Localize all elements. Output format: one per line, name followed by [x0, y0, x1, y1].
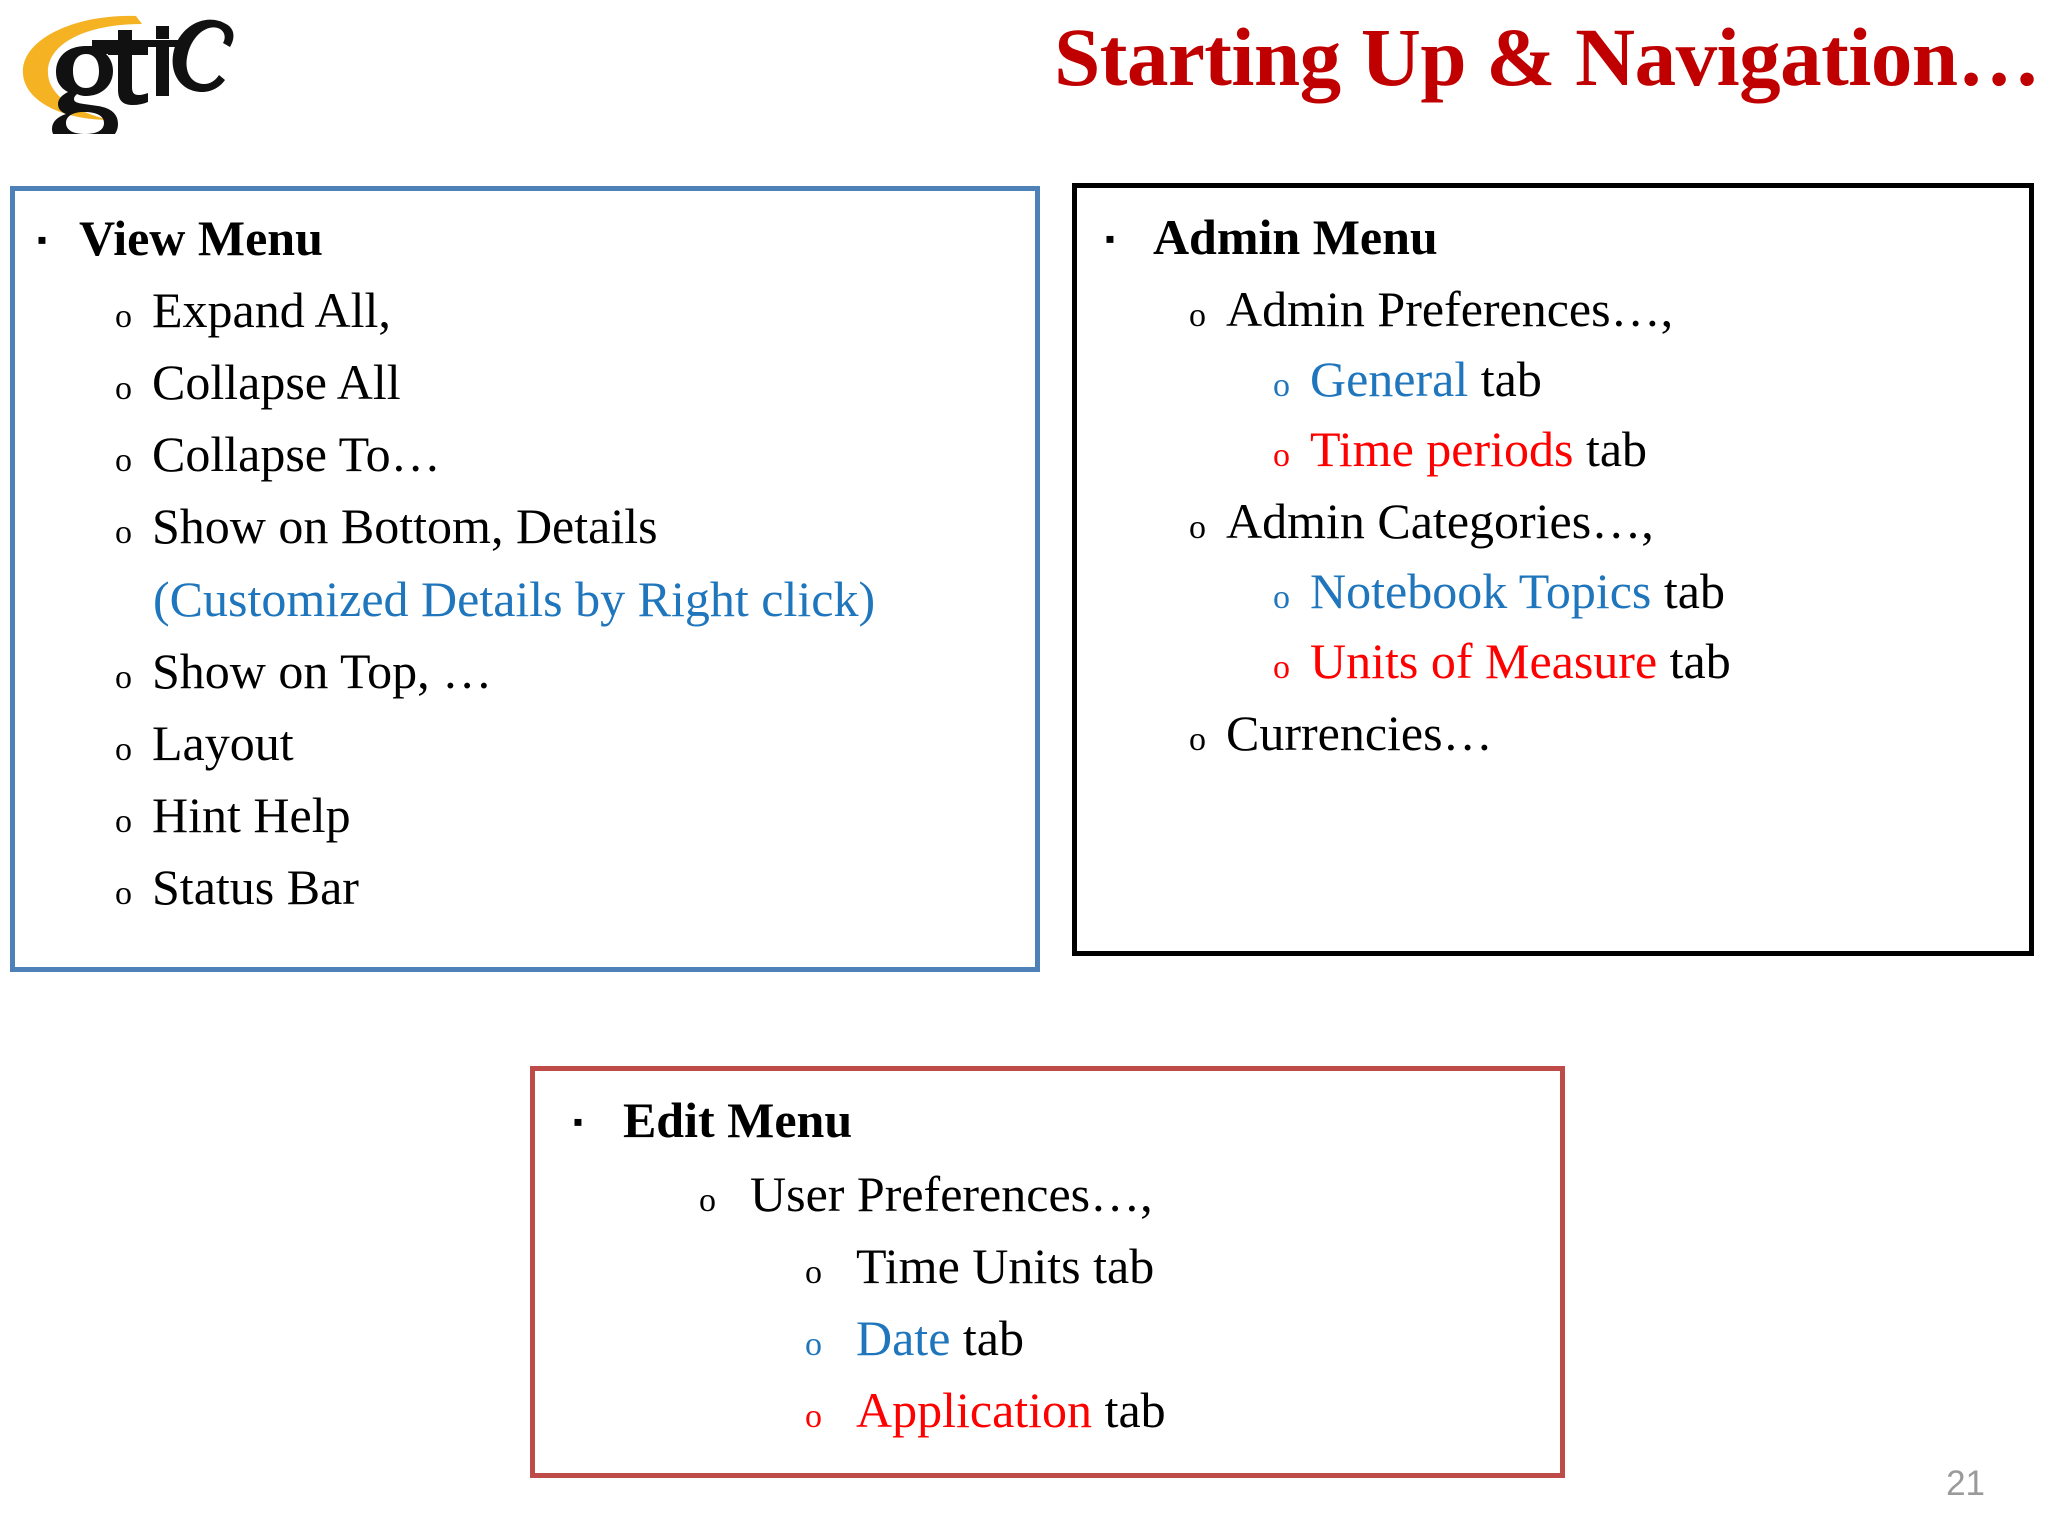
list-item-label: Hint Help [152, 787, 351, 843]
tab-suffix: tab [1657, 633, 1731, 689]
tab-suffix: tab [1080, 1238, 1155, 1294]
circle-bullet-icon: o [115, 659, 132, 696]
tab-name: General [1310, 351, 1469, 407]
list-item: o Currencies… [1077, 708, 2029, 758]
tab-suffix: tab [1468, 351, 1542, 407]
slide-title: Starting Up & Navigation… [1054, 11, 2040, 103]
list-item: o Time periods tab [1077, 424, 2029, 474]
customized-details-note: (Customized Details by Right click) [153, 571, 876, 627]
list-item: o Show on Top, … [15, 646, 1035, 696]
tab-name: Time periods [1310, 421, 1574, 477]
circle-bullet-icon: o [1273, 579, 1290, 616]
tab-suffix: tab [1092, 1382, 1166, 1438]
list-item: o Show on Bottom, Details [15, 501, 1035, 551]
list-item-label: Currencies… [1226, 705, 1493, 761]
list-item: o User Preferences…, [535, 1169, 1560, 1219]
circle-bullet-icon: o [805, 1398, 822, 1435]
list-item: o Date tab [535, 1313, 1560, 1363]
circle-bullet-icon: o [1273, 649, 1290, 686]
tab-suffix: tab [950, 1310, 1024, 1366]
circle-bullet-icon: o [1189, 721, 1206, 758]
edit-menu-heading: ▪ Edit Menu [535, 1095, 1560, 1145]
list-item-label: Collapse All [152, 354, 401, 410]
tab-suffix: tab [1651, 563, 1725, 619]
circle-bullet-icon: o [115, 370, 132, 407]
list-item-label: Layout [152, 715, 294, 771]
list-item: o Status Bar [15, 862, 1035, 912]
list-item-label: Show on Bottom, Details [152, 498, 658, 554]
square-bullet-icon: ▪ [573, 1107, 583, 1138]
circle-bullet-icon: o [1189, 297, 1206, 334]
tab-name: Time Units [856, 1238, 1081, 1294]
circle-bullet-icon: o [1273, 437, 1290, 474]
edit-menu-heading-label: Edit Menu [622, 1092, 853, 1148]
list-item: o Collapse To… [15, 429, 1035, 479]
list-item-label: Admin Preferences…, [1226, 281, 1674, 337]
list-item: o Layout [15, 718, 1035, 768]
circle-bullet-icon: o [805, 1326, 822, 1363]
circle-bullet-icon: o [115, 514, 132, 551]
tab-name: Notebook Topics [1310, 563, 1652, 619]
list-item: o Admin Preferences…, [1077, 284, 2029, 334]
list-item: o General tab [1077, 354, 2029, 404]
view-menu-heading: ▪ View Menu [15, 213, 1035, 263]
tab-suffix: tab [1573, 421, 1648, 477]
list-item: o Admin Categories…, [1077, 496, 2029, 546]
gtic-logo [14, 4, 274, 134]
list-item-label: Admin Categories…, [1226, 493, 1654, 549]
list-item: o Application tab [535, 1385, 1560, 1435]
list-item: o Units of Measure tab [1077, 636, 2029, 686]
list-item: o Notebook Topics tab [1077, 566, 2029, 616]
tab-name: Units of Measure [1310, 633, 1658, 689]
circle-bullet-icon: o [1189, 509, 1206, 546]
gtic-logo-mark [22, 15, 234, 134]
list-item-label: Collapse To… [152, 426, 441, 482]
list-item: o Collapse All [15, 357, 1035, 407]
circle-bullet-icon: o [115, 803, 132, 840]
list-item: o Time Units tab [535, 1241, 1560, 1291]
list-item-label: Status Bar [152, 859, 359, 915]
square-bullet-icon: ▪ [1105, 224, 1115, 255]
view-menu-heading-label: View Menu [78, 210, 323, 266]
list-item-label: Expand All, [152, 282, 391, 338]
admin-menu-box: ▪ Admin Menu o Admin Preferences…, o Gen… [1072, 183, 2034, 956]
list-item: o Expand All, [15, 285, 1035, 335]
list-item-label: User Preferences…, [750, 1166, 1153, 1222]
tab-name: Application [856, 1382, 1093, 1438]
list-item: o Hint Help [15, 790, 1035, 840]
circle-bullet-icon: o [1273, 367, 1290, 404]
circle-bullet-icon: o [115, 298, 132, 335]
view-menu-box: ▪ View Menu o Expand All, o Collapse All… [10, 186, 1040, 972]
page-number: 21 [1946, 1464, 1985, 1503]
circle-bullet-icon: o [805, 1254, 822, 1291]
circle-bullet-icon: o [115, 731, 132, 768]
tab-name: Date [856, 1310, 951, 1366]
circle-bullet-icon: o [699, 1182, 716, 1219]
list-item-label: Show on Top, … [152, 643, 493, 699]
square-bullet-icon: ▪ [37, 225, 47, 256]
admin-menu-heading-label: Admin Menu [1152, 209, 1438, 265]
circle-bullet-icon: o [115, 442, 132, 479]
edit-menu-box: ▪ Edit Menu o User Preferences…, o Time … [530, 1066, 1565, 1478]
circle-bullet-icon: o [115, 875, 132, 912]
admin-menu-heading: ▪ Admin Menu [1077, 212, 2029, 262]
